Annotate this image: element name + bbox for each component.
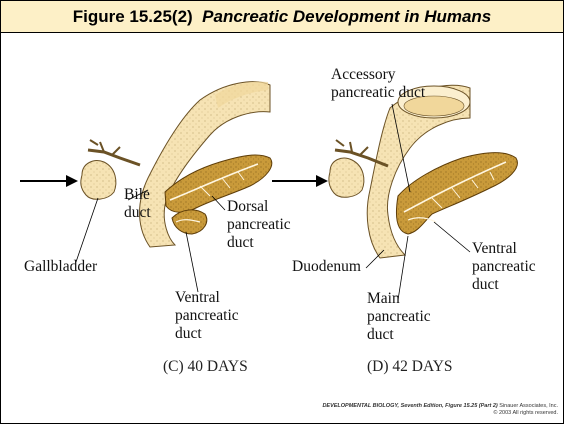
credit-copyright: © 2003 All rights reserved. [322, 410, 558, 417]
label-ventral-c-line2: pancreatic [175, 307, 239, 325]
label-ventral-c-line1: Ventral [175, 289, 239, 307]
label-accessory-line2: pancreatic duct [331, 84, 425, 102]
arrow-d-icon [272, 175, 328, 187]
credit-line: DEVELOPMENTAL BIOLOGY, Seventh Edition, … [322, 403, 558, 417]
label-bile-duct: Bile duct [124, 186, 151, 222]
label-main-line2: pancreatic [367, 308, 431, 326]
caption-d: (D) 42 DAYS [367, 358, 453, 376]
label-main-pancreatic-duct: Main pancreatic duct [367, 290, 431, 344]
label-bile-duct-line2: duct [124, 204, 151, 222]
label-dorsal-line3: duct [227, 234, 291, 252]
label-ventral-d-line3: duct [472, 276, 536, 294]
label-duodenum: Duodenum [292, 258, 361, 276]
label-accessory-pancreatic-duct: Accessory pancreatic duct [331, 66, 425, 102]
label-ventral-pancreatic-duct-d: Ventral pancreatic duct [472, 240, 536, 294]
label-gallbladder: Gallbladder [24, 258, 97, 276]
label-dorsal-pancreatic-duct: Dorsal pancreatic duct [227, 198, 291, 252]
label-ventral-c-line3: duct [175, 325, 239, 343]
label-dorsal-line2: pancreatic [227, 216, 291, 234]
label-bile-duct-line1: Bile [124, 186, 151, 204]
label-ventral-d-line2: pancreatic [472, 258, 536, 276]
credit-publisher: Sinauer Associates, Inc. [499, 403, 558, 409]
label-main-line1: Main [367, 290, 431, 308]
label-accessory-line1: Accessory [331, 66, 425, 84]
label-ventral-pancreatic-duct-c: Ventral pancreatic duct [175, 289, 239, 343]
label-main-line3: duct [367, 326, 431, 344]
label-ventral-d-line1: Ventral [472, 240, 536, 258]
arrow-c-icon [20, 175, 78, 187]
label-dorsal-line1: Dorsal [227, 198, 291, 216]
credit-book: DEVELOPMENTAL BIOLOGY, Seventh Edition, … [322, 403, 497, 409]
caption-c: (C) 40 DAYS [163, 358, 248, 376]
